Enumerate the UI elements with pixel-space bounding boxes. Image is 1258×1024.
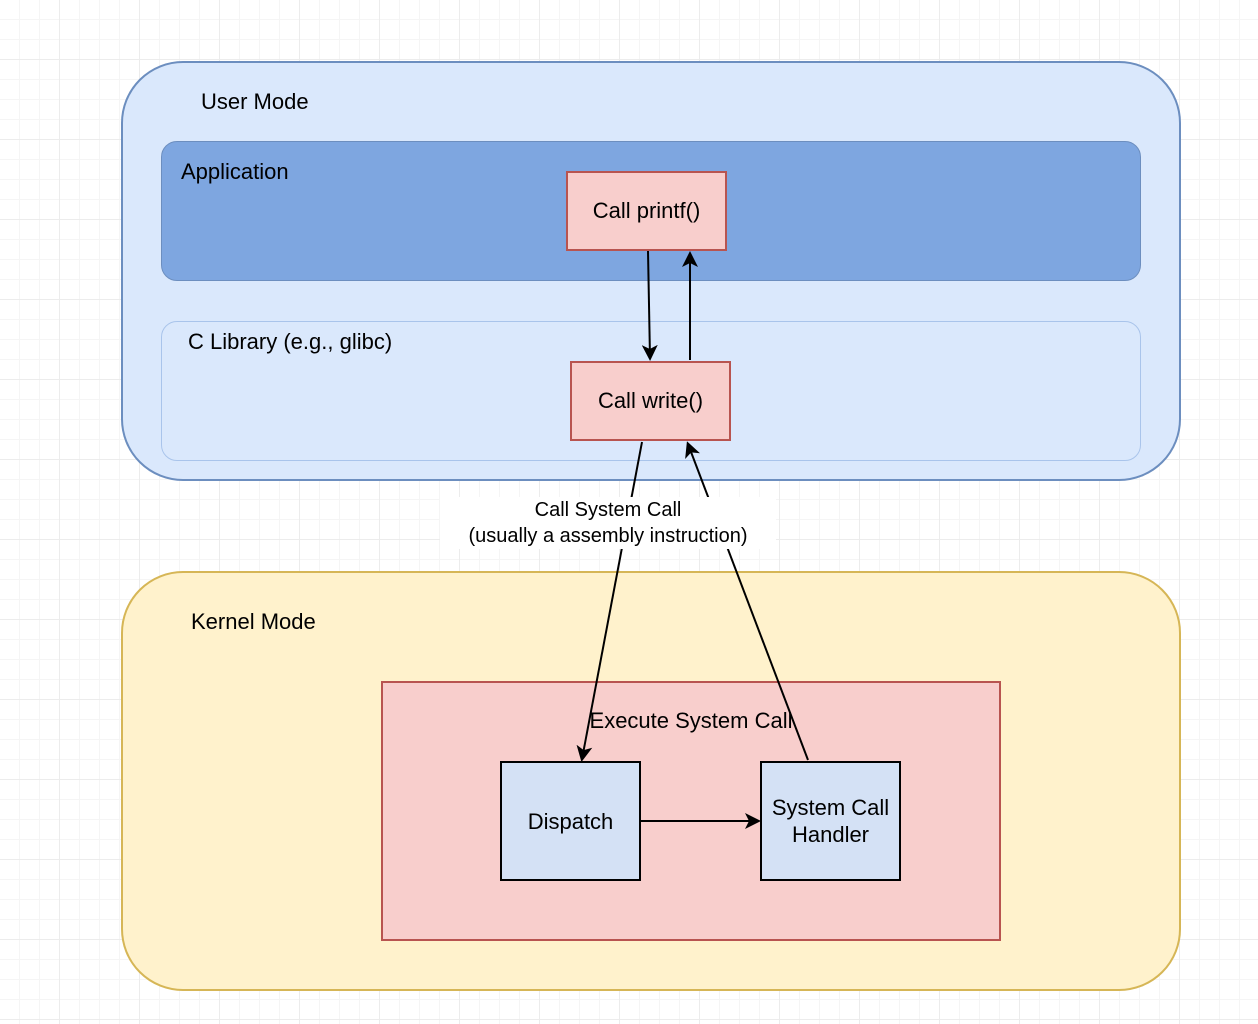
dispatch-node: Dispatch — [500, 761, 641, 881]
call-write-label: Call write() — [597, 388, 704, 413]
system-call-edge-label-line2: (usually a assembly instruction) — [468, 525, 748, 547]
system-call-handler-label: System Call Handler — [771, 795, 890, 847]
call-write-node: Call write() — [570, 361, 731, 441]
system-call-handler-node: System Call Handler — [760, 761, 901, 881]
call-printf-node: Call printf() — [566, 171, 727, 251]
execute-system-call-label: Execute System Call — [589, 708, 793, 733]
application-label: Application — [181, 159, 289, 184]
dispatch-label: Dispatch — [527, 808, 614, 834]
user-mode-label: User Mode — [201, 89, 309, 114]
system-call-edge-label: Call System Call (usually a assembly ins… — [440, 497, 776, 549]
system-call-edge-label-line1: Call System Call — [534, 499, 682, 521]
c-library-label: C Library (e.g., glibc) — [188, 329, 393, 354]
kernel-mode-label: Kernel Mode — [191, 609, 316, 634]
call-printf-label: Call printf() — [592, 198, 701, 223]
